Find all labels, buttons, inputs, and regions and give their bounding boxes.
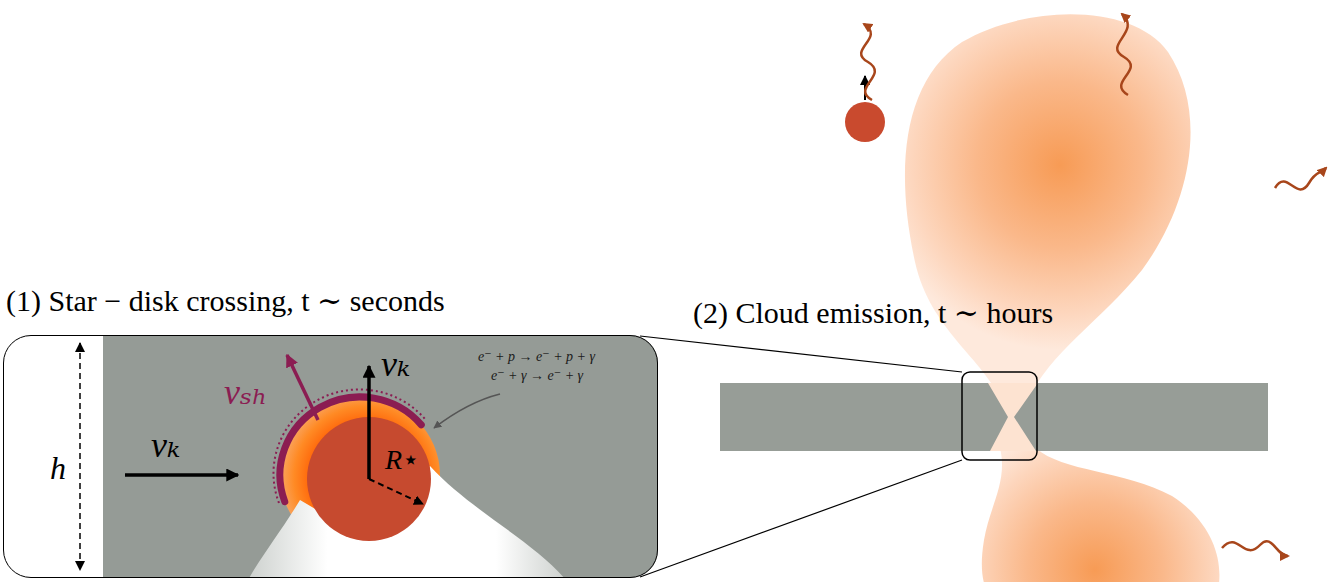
photon-wave [1275,168,1326,189]
zoom-box [962,372,1037,460]
shock-velocity-arrow [287,355,318,420]
disk-velocity-arrow [125,473,238,477]
cloud-upper-lobe [905,14,1191,400]
process-pointer [434,394,500,428]
process-equation: e⁻ + p → e⁻ + p + γ [478,349,595,365]
height-symbol: h [50,450,66,487]
radius-symbol: R⋆ [385,444,420,476]
inset-panel: (1) Star − disk crossing, t ∼ secondshvₖ… [3,335,658,578]
star-velocity-arrow [367,366,371,479]
photon-waves [861,14,1326,556]
cloud-heading: (2) Cloud emission, t ∼ hours [693,296,1053,331]
star-circle: R⋆ [307,417,431,541]
disk-hole [988,383,1038,451]
ejected-star [845,102,885,142]
star-outline [307,417,431,541]
photon-wave [861,24,875,100]
shock-velocity-symbol: vₛₕ [224,372,268,413]
zoom-leader-line [640,336,962,372]
inset-illustration [103,335,658,578]
accretion-disk [720,383,1268,451]
process-equation: e⁻ + γ → e⁻ + γ [491,368,583,384]
velocity-symbol: vₖ [381,344,410,385]
cloud-lower-lobe [982,448,1220,582]
zoom-leader-line [640,460,962,577]
photon-wave [1117,14,1131,95]
panel-heading: (1) Star − disk crossing, t ∼ seconds [6,284,445,319]
photon-wave [1222,541,1288,556]
height-arrow [79,343,81,570]
velocity-symbol: vₖ [151,425,180,466]
radius-arrow [369,479,423,504]
